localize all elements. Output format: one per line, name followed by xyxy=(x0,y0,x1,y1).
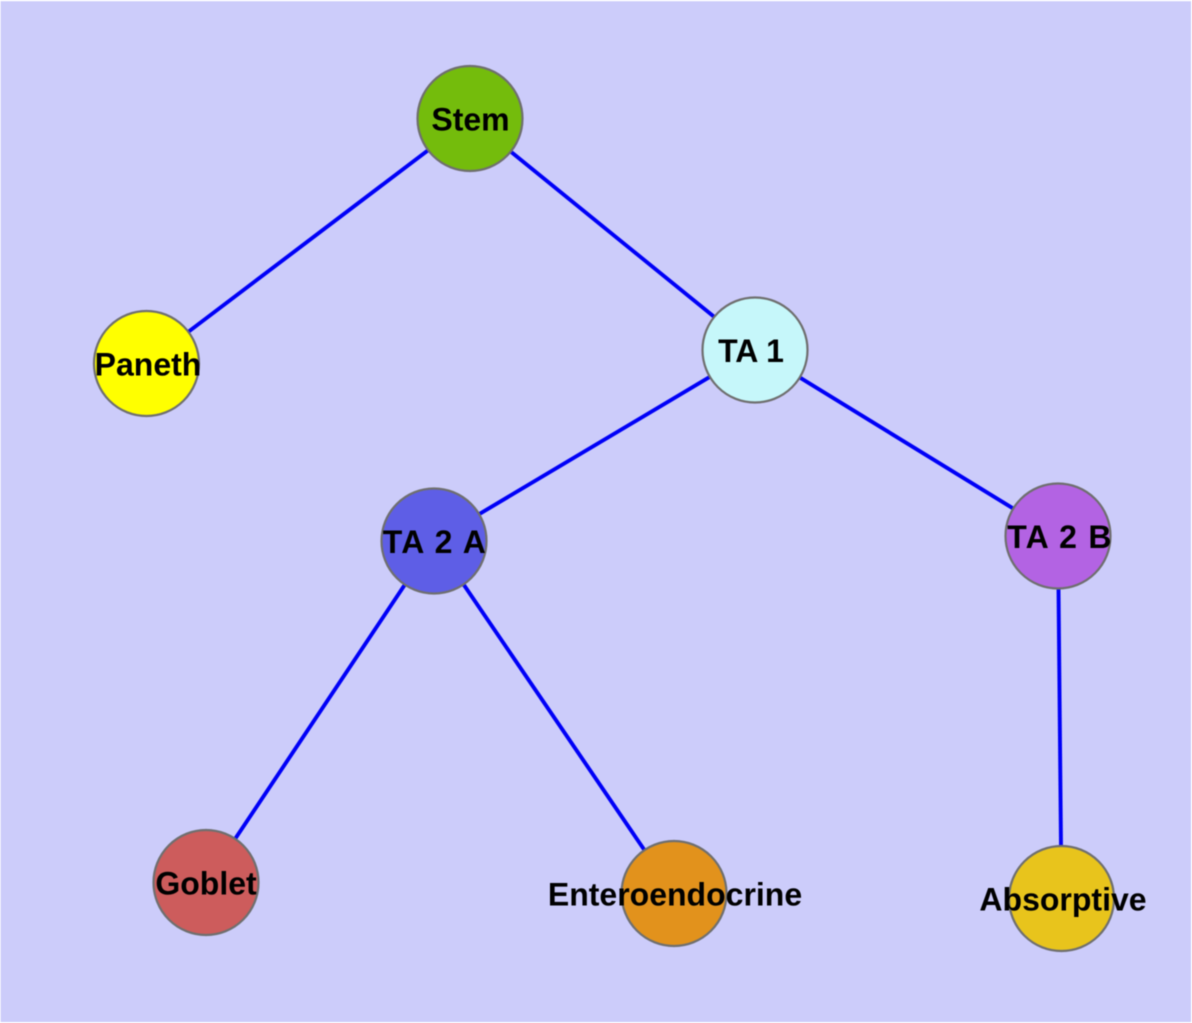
svg-text:Enteroendocrine: Enteroendocrine xyxy=(548,877,802,913)
svg-text:Absorptive: Absorptive xyxy=(979,882,1146,918)
svg-text:Paneth: Paneth xyxy=(95,347,202,383)
svg-text:TA 2 A: TA 2 A xyxy=(383,524,487,560)
svg-text:Stem: Stem xyxy=(431,102,509,138)
svg-text:TA 2 B: TA 2 B xyxy=(1007,519,1113,555)
svg-text:TA 1: TA 1 xyxy=(718,333,784,369)
svg-text:Goblet: Goblet xyxy=(155,866,257,902)
